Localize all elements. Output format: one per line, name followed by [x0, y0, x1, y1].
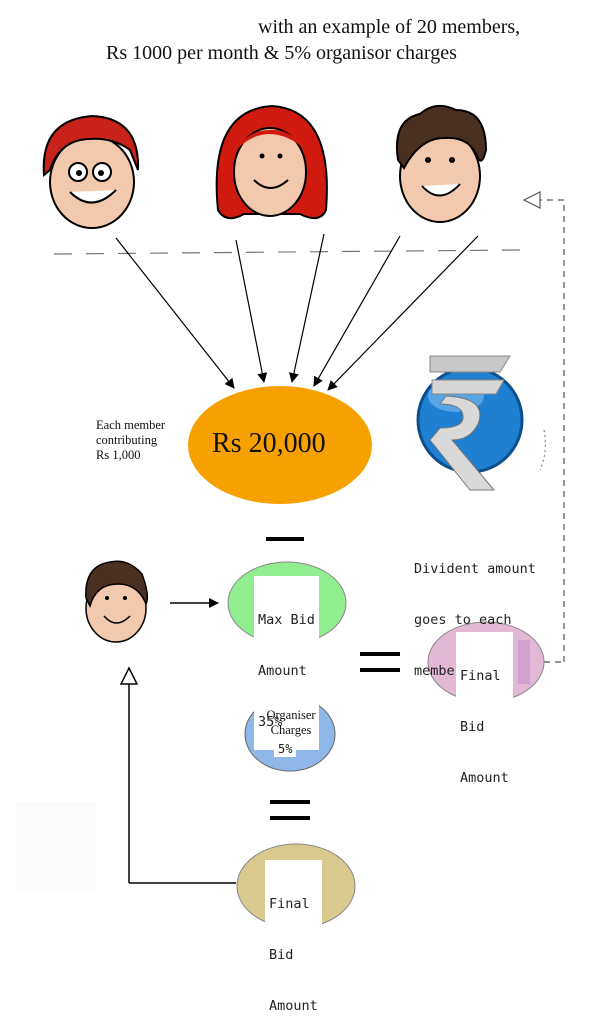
equals-sign-1 [360, 652, 400, 656]
final-bid-bottom-label: Final Bid Amount [265, 860, 322, 1034]
dividend-line-2: goes to each [414, 612, 512, 628]
member-red-cap-glasses-icon [42, 114, 140, 229]
dashed-separator [53, 249, 521, 255]
rupee-logo-icon [416, 355, 546, 491]
max-bid-line-3: 35% [258, 714, 283, 730]
pool-ellipse [188, 386, 372, 504]
contribution-note-line-2: contributing [96, 433, 158, 447]
organiser-label: Organiser Charges [258, 708, 324, 738]
final-bid-right-highlight [518, 640, 530, 684]
dividend-feedback-line [540, 199, 565, 663]
pool-amount: Rs 20,000 [212, 428, 326, 459]
blank-placeholder [16, 802, 96, 892]
max-bid-line-2: Amount [258, 663, 307, 679]
equals-sign-2b [270, 816, 310, 820]
contribution-note: Each member contributing Rs 1,000 [96, 418, 165, 463]
member-curly-hair-icon [396, 104, 488, 223]
final-bid-right-line-1: Final [460, 668, 501, 684]
final-bid-right-line-3: Amount [460, 770, 509, 786]
equals-sign-2 [270, 800, 310, 804]
organiser-line-2: Charges [270, 723, 312, 737]
final-bid-right-label: Final Bid Amount [456, 632, 513, 806]
final-bid-bottom-line-1: Final [269, 896, 310, 912]
final-bid-bottom-line-2: Bid [269, 947, 294, 963]
contribution-arrows [115, 233, 479, 391]
diagram-canvas [16, 104, 565, 929]
organiser-percent: 5% [274, 741, 297, 757]
dividend-line-3: member [414, 663, 463, 679]
organiser-line-1: Organiser [266, 708, 316, 722]
contribution-note-line-1: Each member [96, 418, 166, 432]
max-bid-label: Max Bid Amount 35% [254, 576, 319, 750]
return-arrowhead [119, 666, 139, 685]
return-arrow [128, 684, 236, 884]
dividend-line-1: Divident amount [414, 561, 536, 577]
title-line-2: Rs 1000 per month & 5% organisor charges [106, 42, 457, 64]
minus-sign-1 [266, 537, 304, 541]
final-bid-bottom-line-3: Amount [269, 998, 318, 1014]
max-bid-line-1: Max Bid [258, 612, 315, 628]
bidder-member-icon [85, 560, 149, 643]
dividend-note: Divident amount goes to each member [414, 527, 536, 697]
member-red-hair-icon [215, 104, 328, 220]
feedback-arrowhead [522, 191, 541, 209]
contribution-note-line-3: Rs 1,000 [96, 448, 141, 462]
final-bid-right-line-2: Bid [460, 719, 485, 735]
title-line-1: with an example of 20 members, [258, 16, 521, 38]
equals-sign-1b [360, 668, 400, 672]
